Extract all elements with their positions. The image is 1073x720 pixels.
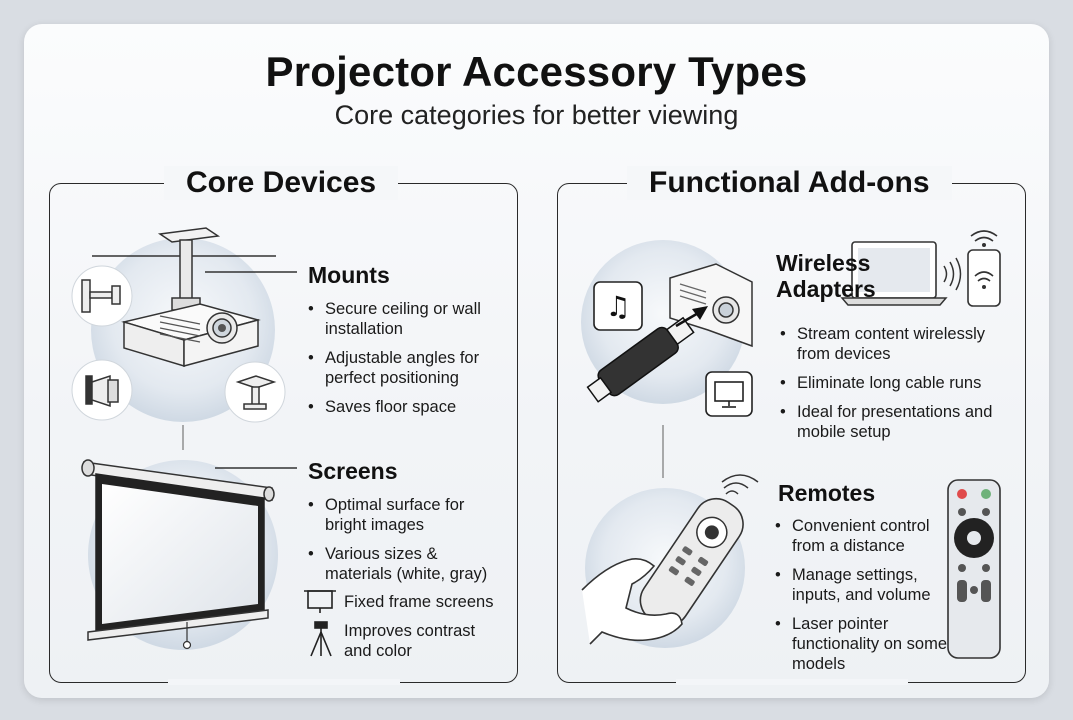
screens-title: Screens [308,458,398,484]
projector-mount-illustration [71,227,297,450]
mounts-bullet: Saves floor space [308,397,508,417]
wireless-bullet: Ideal for presentations and mobile setup [780,402,1016,442]
page-subtitle: Core categories for better viewing [334,100,739,130]
core-devices-heading: Core Devices [164,166,399,200]
wireless-bullet: Eliminate long cable runs [780,373,1016,393]
mounts-bullet: Secure ceiling or wall installation [308,299,508,339]
screens-bullet: Various sizes & materials (white, gray) [308,544,508,584]
wireless-bullet-list: Stream content wirelessly from devices E… [780,324,1016,451]
remotes-bullet: Manage settings, inputs, and volume [775,565,947,605]
page-title: Projector Accessory Types [265,48,808,95]
screens-icon-item-frame: Fixed frame screens [344,593,494,611]
mounts-bullet-list: Secure ceiling or wall installation Adju… [308,299,508,426]
remotes-bullet: Laser pointer functionality on some mode… [775,614,947,674]
screens-bullet-list: Optimal surface for bright images Variou… [308,495,508,593]
projector-screen-illustration [81,459,336,657]
wireless-adapter-illustration: ♫ [581,230,1001,478]
tripod-icon [310,621,332,657]
remote-illustration [581,474,1001,659]
panel-border-gap [168,679,400,685]
mounts-bullet: Adjustable angles for perfect positionin… [308,348,508,388]
svg-text:♫: ♫ [605,290,630,323]
remotes-bullet-list: Convenient control from a distance Manag… [775,516,947,683]
frame-screen-icon [304,590,336,613]
mounts-title: Mounts [308,262,390,288]
wireless-adapters-title: Wireless Adapters [776,250,876,302]
panel-border-gap [676,679,908,685]
screens-icon-item-tripod: Improves contrast and color [344,622,476,660]
wireless-bullet: Stream content wirelessly from devices [780,324,1016,364]
functional-addons-heading: Functional Add-ons [627,166,952,200]
remotes-title: Remotes [778,480,876,506]
screens-bullet: Optimal surface for bright images [308,495,508,535]
remotes-bullet: Convenient control from a distance [775,516,947,556]
